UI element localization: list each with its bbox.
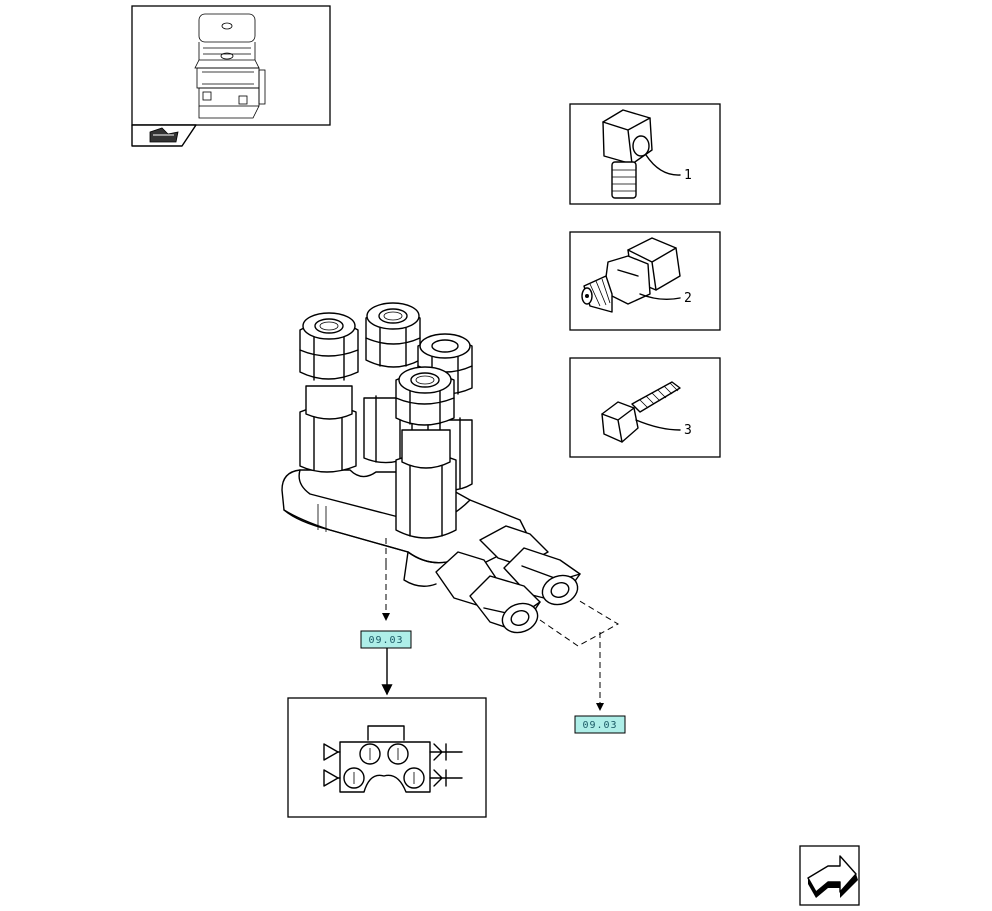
next-page-arrow-icon[interactable] — [799, 845, 860, 906]
vertical-fitting-d — [395, 366, 457, 539]
manifold-assembly — [281, 302, 620, 647]
callout-2: 2 — [684, 291, 692, 306]
reference-tag-1[interactable]: 09.03 — [360, 630, 412, 649]
hydraulic-schematic — [287, 697, 487, 818]
callout-3: 3 — [684, 423, 692, 438]
reference-tag-2[interactable]: 09.03 — [574, 715, 626, 734]
svg-text:09.03: 09.03 — [368, 635, 403, 646]
book-hand-icon — [149, 127, 179, 143]
part-3-hex-bolt — [569, 357, 721, 458]
reference-leaders — [381, 564, 604, 711]
assembly-thumbnail-frame — [131, 5, 331, 147]
callout-1: 1 — [684, 168, 692, 183]
svg-text:09.03: 09.03 — [582, 720, 617, 731]
horizontal-fitting-front — [435, 551, 541, 634]
vertical-fitting-a — [299, 312, 359, 473]
assembly-thumbnail-icon — [194, 13, 266, 119]
part-2-union-fitting — [569, 231, 721, 331]
part-1-banjo-fitting — [569, 103, 721, 205]
